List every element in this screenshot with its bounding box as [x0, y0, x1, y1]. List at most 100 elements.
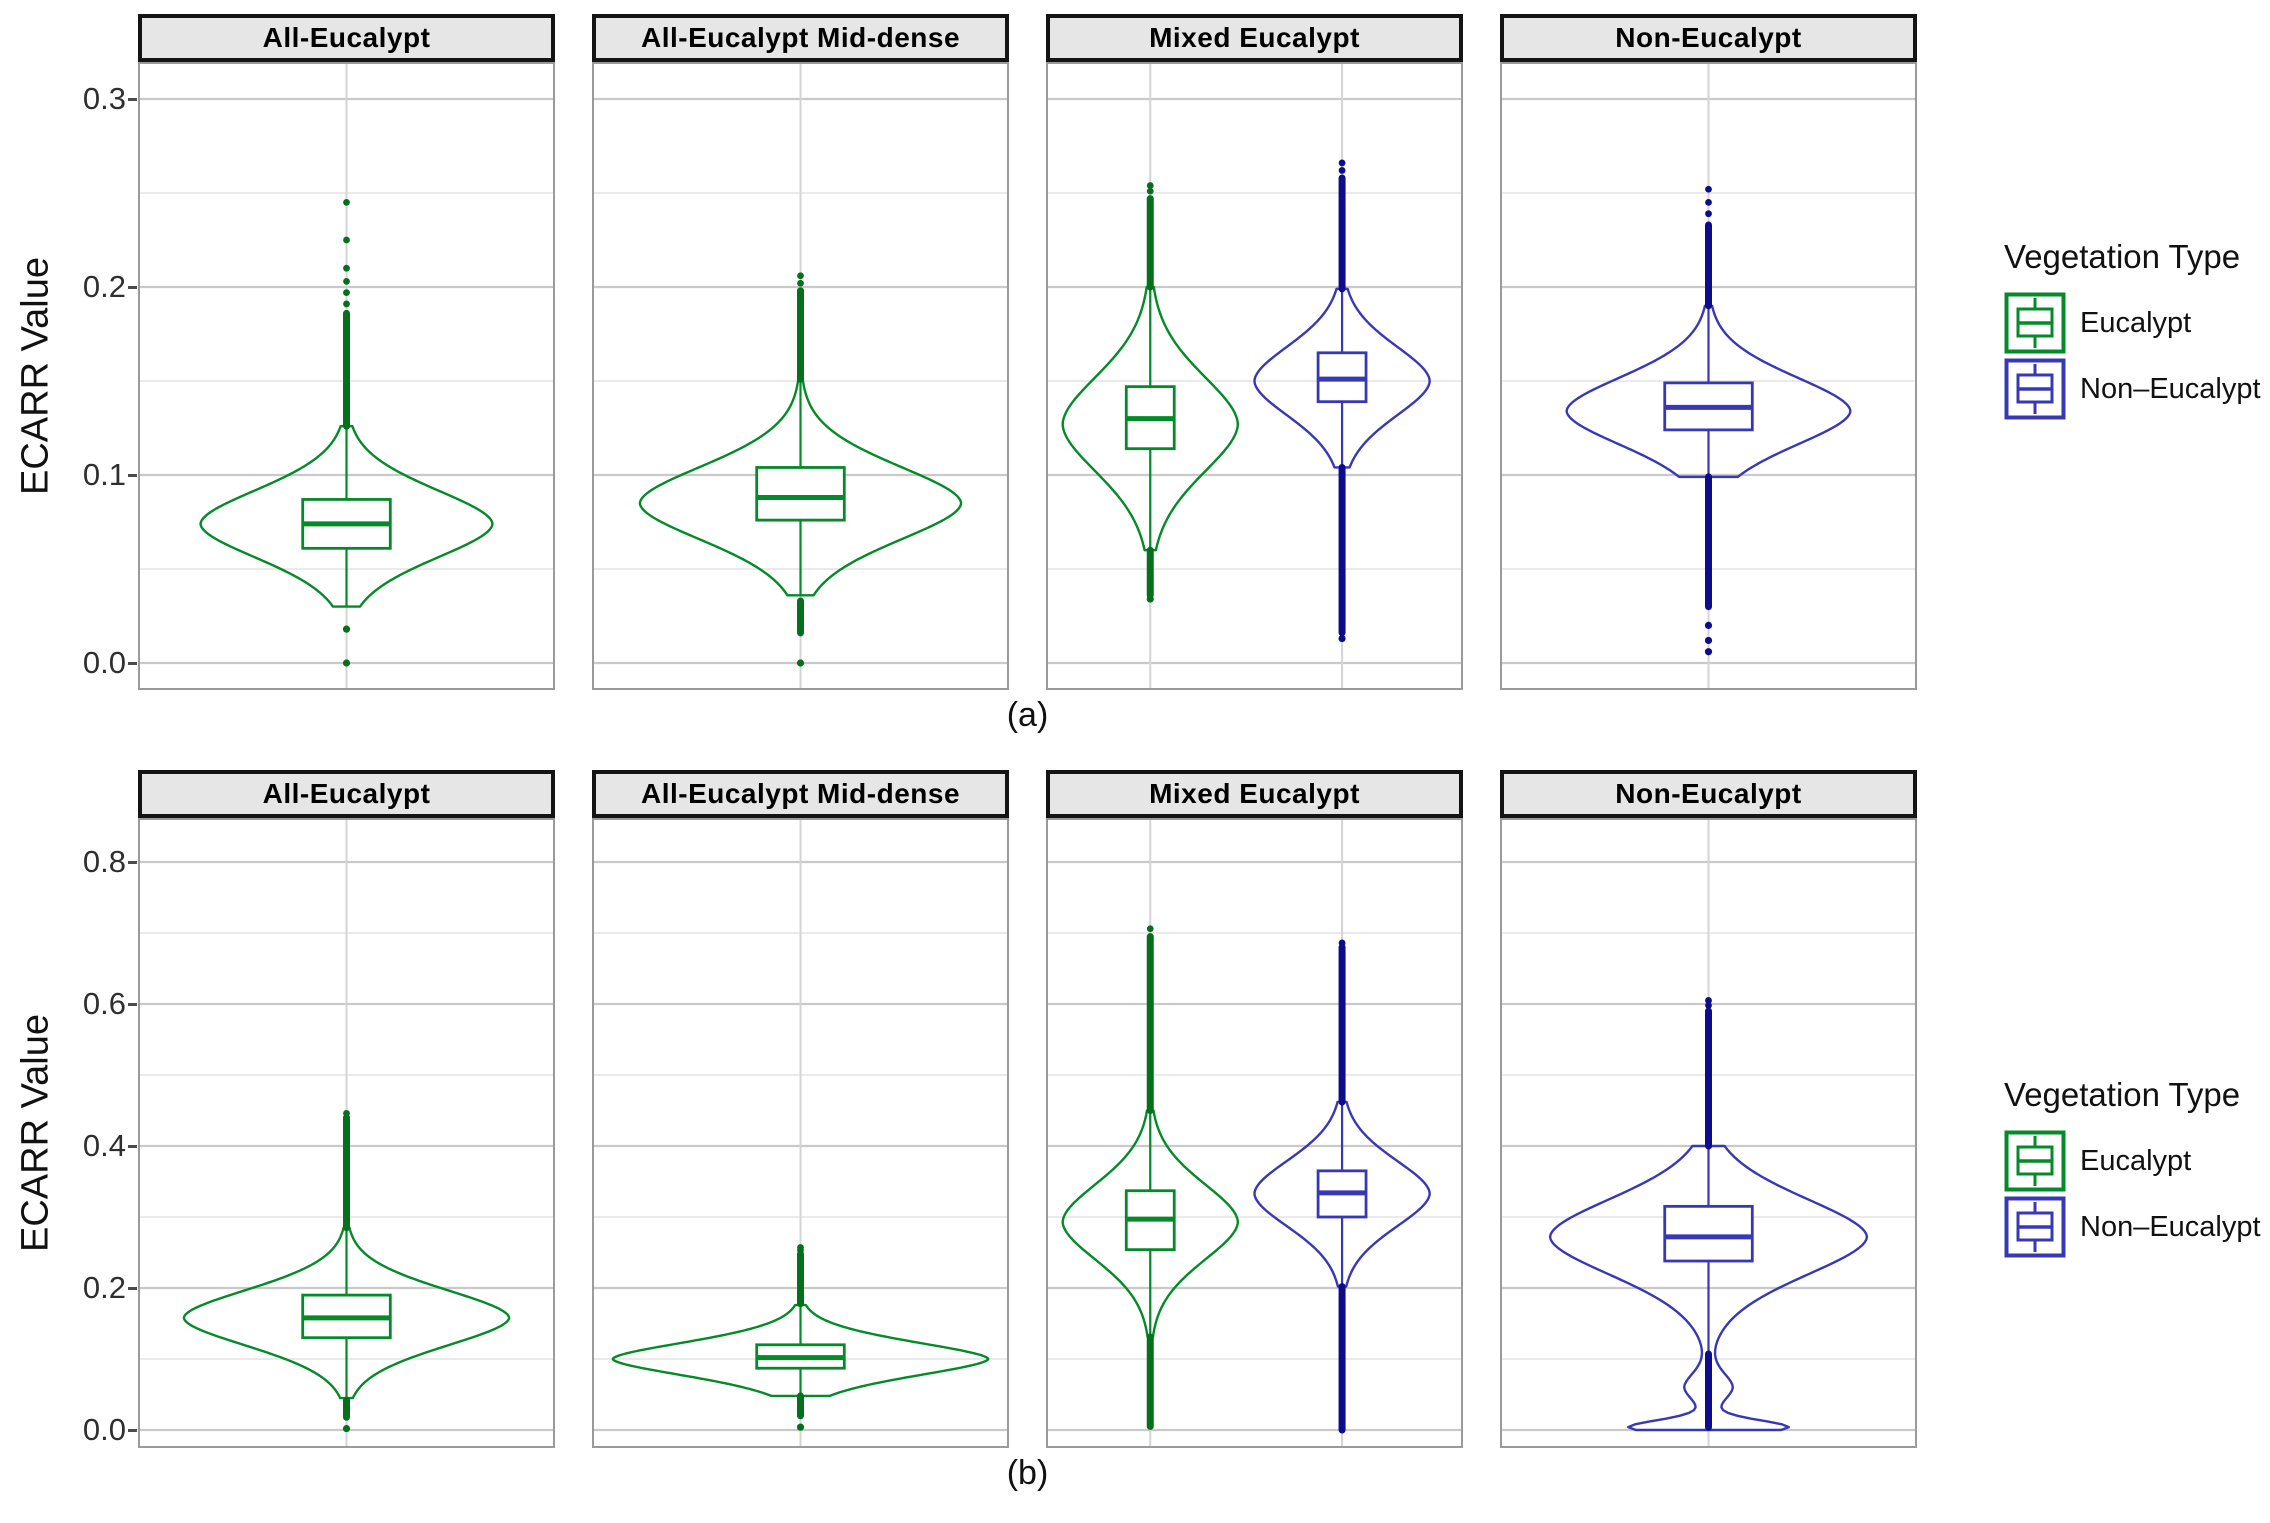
outlier-dot: [1705, 199, 1712, 206]
outlier-dot: [1146, 925, 1154, 933]
facet-strip-label: All-Eucalypt Mid-dense: [640, 778, 961, 809]
outlier-dot: [1704, 636, 1713, 645]
facet-strip: All-Eucalypt: [138, 770, 555, 818]
violin-panel-svg: [1046, 818, 1463, 1448]
outlier-dot: [1338, 167, 1346, 174]
outlier-dot: [796, 1423, 805, 1431]
facet-strip: Mixed Eucalypt: [1046, 770, 1463, 818]
y-tick-mark: [128, 1144, 137, 1148]
panel-border: [1046, 62, 1463, 690]
outlier-dot: [797, 272, 804, 280]
y-tick-mark: [128, 1286, 137, 1290]
facet-strip-label: Non-Eucalypt: [1615, 22, 1802, 53]
outlier-dot: [1338, 634, 1346, 643]
violin-panel-svg: [1046, 62, 1463, 690]
facet-strip: All-Eucalypt Mid-dense: [592, 14, 1009, 62]
violin-panel-svg: [138, 818, 555, 1448]
legend-item-non_eucalypt: Non–Eucalypt: [2004, 1194, 2266, 1260]
facet-strip-label: Mixed Eucalypt: [1149, 22, 1360, 53]
panel-border: [592, 818, 1009, 1448]
outlier-dot: [1705, 997, 1712, 1004]
legend-item-eucalypt: Eucalypt: [2004, 290, 2266, 356]
legend-item-label: Non–Eucalypt: [2080, 372, 2261, 405]
y-tick-mark: [128, 860, 137, 864]
violin-outline: [199, 424, 494, 608]
outlier-dot: [1705, 1002, 1712, 1009]
panel-border: [138, 818, 555, 1448]
outlier-dot: [1338, 939, 1346, 947]
y-tick-label: 0.2: [82, 269, 126, 304]
violin-panel-svg: [138, 62, 555, 690]
panel-border: [592, 62, 1009, 690]
y-tick-label: 0.1: [82, 457, 126, 492]
panel-border: [1500, 62, 1917, 690]
boxplot-glyph-icon: [2004, 292, 2066, 354]
boxplot-glyph-icon: [2004, 358, 2066, 420]
violin-outline: [1253, 287, 1431, 469]
legend-item-label: Eucalypt: [2080, 1144, 2192, 1177]
outlier-dot: [342, 659, 351, 667]
outlier-dot: [343, 199, 350, 206]
panel-border: [1500, 818, 1917, 1448]
outlier-dot: [1338, 159, 1346, 167]
outlier-dot: [343, 1109, 350, 1117]
y-tick-label: 0.4: [82, 1128, 126, 1163]
facet-strip-label: All-Eucalypt: [262, 22, 431, 53]
legend-title: Vegetation Type: [2004, 238, 2241, 275]
violin-panel-svg: [592, 818, 1009, 1448]
outlier-dot: [1705, 210, 1712, 218]
y-tick-label: 0.0: [82, 645, 126, 680]
violin-outline: [1565, 304, 1852, 479]
y-tick-label: 0.2: [82, 1270, 126, 1305]
y-tick-label: 0.3: [82, 81, 126, 116]
violin-outline: [1548, 1144, 1869, 1432]
outlier-dot: [343, 264, 350, 272]
outlier-dot: [1146, 187, 1154, 195]
y-tick-mark: [128, 1002, 137, 1006]
outlier-dot: [343, 289, 350, 297]
facet-strip-label: Non-Eucalypt: [1615, 778, 1802, 809]
violin-outline: [1061, 285, 1240, 552]
outlier-dot: [342, 625, 351, 633]
y-tick-mark: [128, 661, 137, 665]
outlier-dot: [1704, 621, 1713, 630]
facet-strip-label: Mixed Eucalypt: [1149, 778, 1360, 809]
outlier-dot: [342, 1424, 351, 1433]
facet-strip: All-Eucalypt: [138, 14, 555, 62]
panel-border: [138, 62, 555, 690]
facet-strip-label: All-Eucalypt Mid-dense: [640, 22, 961, 53]
box-plot: [1663, 1204, 1754, 1263]
outlier-dot: [343, 277, 350, 285]
outlier-dot: [343, 300, 350, 308]
violin-panel-svg: [1500, 818, 1917, 1448]
y-tick-mark: [128, 473, 137, 477]
caption-b: (b): [1006, 1454, 1049, 1492]
violin-outline: [611, 1303, 990, 1398]
outlier-dot: [343, 236, 350, 244]
boxplot-glyph-icon: [2004, 1130, 2066, 1192]
outlier-dot: [797, 1244, 804, 1251]
boxplot-glyph-icon: [2004, 1196, 2066, 1258]
outlier-dot: [796, 659, 805, 667]
y-tick-label: 0.6: [82, 986, 126, 1021]
facet-strip: Non-Eucalypt: [1500, 14, 1917, 62]
panel-border: [1046, 818, 1463, 1448]
facet-strip: All-Eucalypt Mid-dense: [592, 770, 1009, 818]
y-tick-mark: [128, 97, 137, 101]
legend-item-eucalypt: Eucalypt: [2004, 1128, 2266, 1194]
facet-strip: Mixed Eucalypt: [1046, 14, 1463, 62]
violin-outline: [1253, 1100, 1431, 1288]
caption-a: (a): [1006, 696, 1049, 734]
outlier-dot: [1704, 648, 1713, 656]
violin-panel-svg: [1500, 62, 1917, 690]
legend-item-label: Eucalypt: [2080, 306, 2192, 339]
y-tick-label: 0.0: [82, 1412, 126, 1447]
y-tick-label: 0.8: [82, 844, 126, 879]
facet-strip-label: All-Eucalypt: [262, 778, 431, 809]
outlier-dot: [1146, 182, 1154, 189]
legend-item-non_eucalypt: Non–Eucalypt: [2004, 356, 2266, 422]
facet-strip: Non-Eucalypt: [1500, 770, 1917, 818]
